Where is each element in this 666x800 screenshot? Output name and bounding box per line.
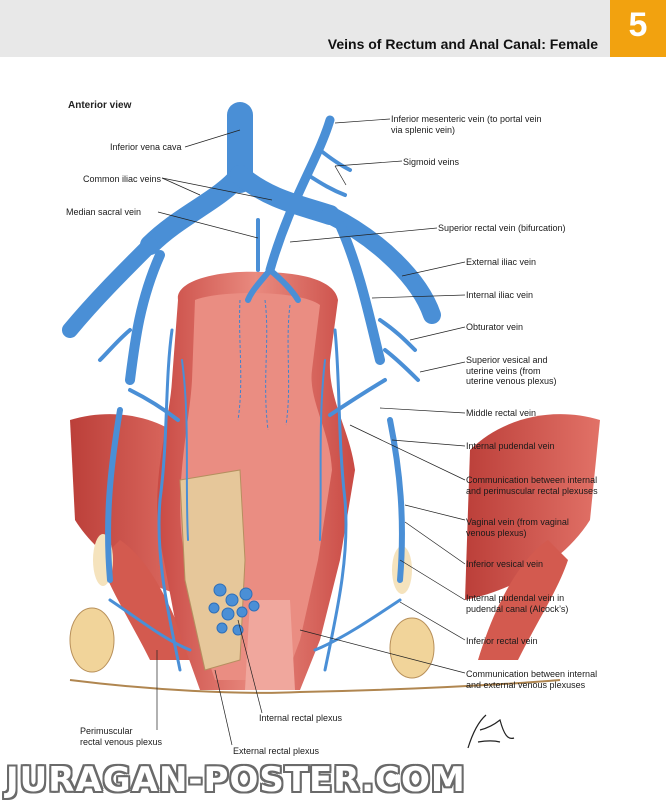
- skin-line: [69, 679, 561, 694]
- internal-rectal-plexus: [208, 583, 260, 636]
- label-internal-rectal-plexus: Internal rectal plexus: [259, 713, 343, 723]
- label-internal-iliac-vein: Internal iliac vein: [466, 290, 534, 300]
- label-external-iliac-vein: External iliac vein: [466, 257, 537, 267]
- rectum: [157, 271, 355, 690]
- label-common-iliac-veins: Common iliac veins: [83, 174, 162, 184]
- label-perimuscular-plexus: Perimuscular rectal venous plexus: [80, 726, 163, 747]
- label-external-rectal-plexus: External rectal plexus: [233, 746, 320, 756]
- chapter-badge: 5: [610, 0, 666, 57]
- label-superior-rectal-vein: Superior rectal vein (bifurcation): [438, 223, 566, 233]
- chapter-number: 5: [628, 6, 648, 44]
- label-obturator-vein: Obturator vein: [466, 322, 524, 332]
- submucosal-veins: [237, 299, 291, 431]
- page-title: Veins of Rectum and Anal Canal: Female: [327, 36, 598, 52]
- header-bar: [0, 0, 610, 57]
- label-inferior-vena-cava: Inferior vena cava: [110, 142, 182, 152]
- watermark: JURAGAN-POSTER.COM: [6, 760, 466, 800]
- label-communication-external: Communication between internal and exter…: [466, 669, 598, 690]
- label-median-sacral-vein: Median sacral vein: [66, 207, 142, 217]
- leader-lines: [156, 118, 466, 746]
- label-sigmoid-veins: Sigmoid veins: [403, 157, 460, 167]
- label-inferior-vesical-vein: Inferior vesical vein: [466, 559, 544, 569]
- label-superior-vesical-veins: Superior vesical and uterine veins (from…: [466, 355, 557, 386]
- label-internal-pudendal-vein: Internal pudendal vein: [466, 441, 555, 451]
- label-inferior-rectal-vein: Inferior rectal vein: [466, 636, 538, 646]
- view-label: Anterior view: [68, 100, 132, 111]
- label-vaginal-vein: Vaginal vein (from vaginal venous plexus…: [466, 517, 569, 538]
- venous-system: [62, 102, 441, 672]
- artist-signature: [467, 714, 515, 749]
- label-inferior-mesenteric-vein: Inferior mesenteric vein (to portal vein…: [391, 114, 542, 135]
- pelvic-muscles: [70, 414, 600, 660]
- label-pudendal-canal: Internal pudendal vein in pudendal canal…: [466, 593, 569, 614]
- label-middle-rectal-vein: Middle rectal vein: [466, 408, 537, 418]
- label-communication-perimuscular: Communication between internal and perim…: [466, 475, 598, 496]
